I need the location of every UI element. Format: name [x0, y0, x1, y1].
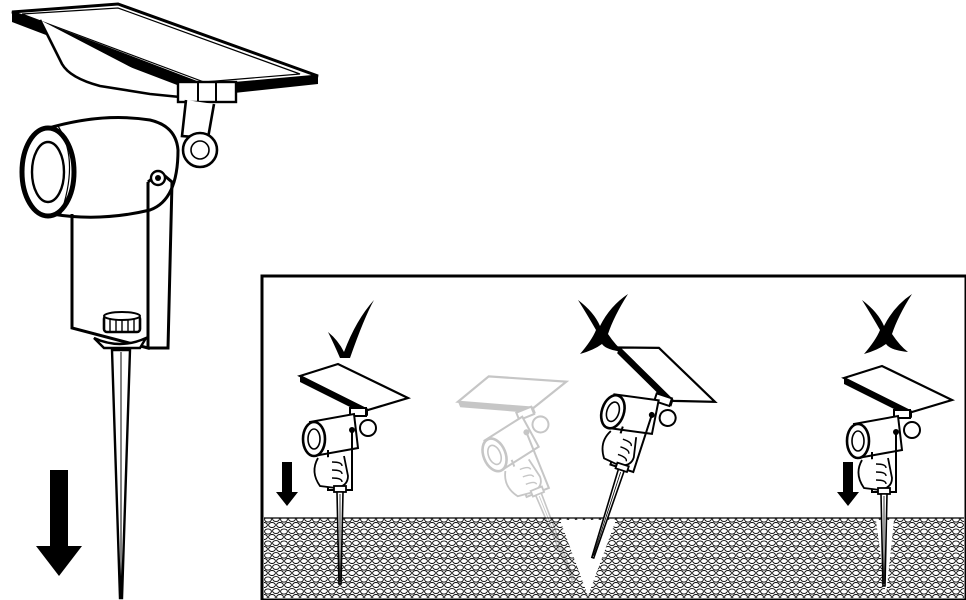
x-icon — [862, 294, 912, 354]
lock-knob — [102, 311, 142, 334]
mounting-bracket — [70, 169, 174, 350]
check-icon — [328, 300, 374, 358]
x-icon — [578, 294, 628, 354]
spotlight-head — [19, 116, 180, 219]
instruction-panel — [260, 274, 966, 600]
pivot-joint — [180, 99, 219, 169]
ground-stake — [93, 335, 150, 600]
large-solar-light — [11, 2, 319, 600]
soil-ground — [264, 518, 964, 598]
down-arrow-icon — [36, 470, 82, 576]
solar-panel — [11, 2, 319, 104]
